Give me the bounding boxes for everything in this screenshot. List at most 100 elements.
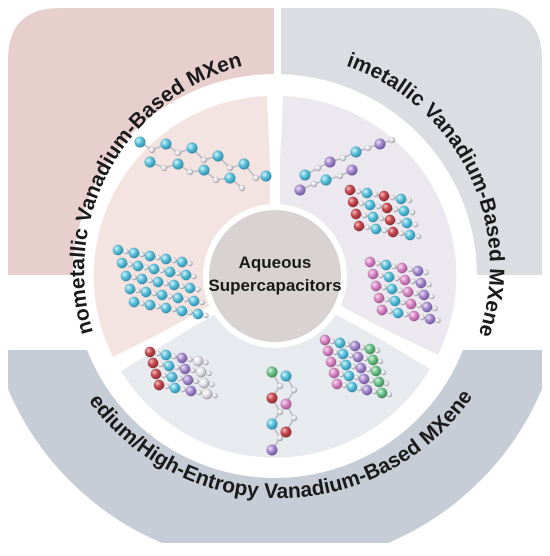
bi-slab-pink-carbon-atom bbox=[400, 299, 406, 306]
entropy-slab-right-metal-atom bbox=[361, 384, 373, 396]
bi-slab-pink-carbon-atom bbox=[381, 284, 387, 291]
entropy-slab-right-metal-atom bbox=[376, 387, 388, 399]
entropy-slab-left-metal-atom bbox=[176, 352, 188, 364]
entropy-slab-left-carbon-atom bbox=[177, 375, 183, 382]
mono-slab-carbon-atom bbox=[187, 260, 193, 267]
mono-slab-carbon-atom bbox=[155, 254, 161, 261]
mono-chain-atom bbox=[134, 136, 146, 148]
bi-slab-red-carbon-atom bbox=[355, 188, 362, 195]
mono-slab-metal-atom bbox=[188, 295, 200, 307]
mono-slab-metal-atom bbox=[152, 276, 164, 288]
entropy-slab-left-carbon-atom bbox=[196, 389, 202, 396]
bi-slab-pink-metal-atom bbox=[421, 301, 433, 313]
entropy-slab-right-carbon-atom bbox=[365, 366, 372, 373]
entropy-slab-right-carbon-atom bbox=[329, 338, 336, 345]
bi-chain-atom bbox=[314, 164, 322, 172]
mono-chain-atom bbox=[212, 150, 224, 162]
bi-slab-red-metal-atom bbox=[361, 187, 373, 199]
bi-slab-red-carbon-atom bbox=[372, 191, 379, 198]
entropy-slab-left-metal-atom bbox=[192, 355, 204, 367]
bi-slab-red-metal-atom bbox=[404, 229, 416, 241]
entropy-slab-right-metal-atom bbox=[352, 351, 364, 363]
mono-slab-metal-atom bbox=[144, 250, 156, 262]
mono-slab-carbon-atom bbox=[159, 267, 165, 274]
bi-chain-atom bbox=[324, 156, 336, 168]
entropy-slab-right-metal-atom bbox=[337, 348, 349, 360]
mono-slab-metal-atom bbox=[144, 299, 156, 311]
entropy-slab-right-metal-atom bbox=[328, 367, 340, 379]
bi-slab-pink-carbon-atom bbox=[397, 287, 403, 294]
entropy-slab-right-carbon-atom bbox=[347, 352, 354, 359]
entropy-slab-right-metal-atom bbox=[373, 376, 385, 388]
entropy-slab-right-carbon-atom bbox=[338, 371, 345, 378]
inner-sector-entropy bbox=[121, 276, 430, 458]
bi-slab-red-metal-atom bbox=[344, 184, 356, 196]
entropy-slab-right-carbon-atom bbox=[383, 380, 390, 387]
bi-slab-pink-carbon-atom bbox=[378, 272, 384, 279]
bi-slab-pink-carbon-atom bbox=[423, 269, 429, 276]
mono-slab-carbon-atom bbox=[187, 309, 193, 316]
entropy-chain-atom bbox=[276, 408, 284, 416]
bi-slab-pink-carbon-atom bbox=[419, 314, 425, 321]
mono-slab-carbon-atom bbox=[139, 251, 145, 258]
entropy-slab-right-carbon-atom bbox=[353, 374, 360, 381]
bi-slab-pink-metal-atom bbox=[415, 277, 427, 289]
entropy-slab-right-metal-atom bbox=[349, 340, 361, 352]
bi-slab-pink-metal-atom bbox=[399, 274, 411, 286]
entropy-slab-right-metal-atom bbox=[358, 373, 370, 385]
mono-chain2-atom bbox=[212, 176, 220, 184]
mono-slab-carbon-atom bbox=[139, 300, 145, 307]
entropy-slab-left-metal-atom bbox=[179, 363, 191, 375]
entropy-slab-left-metal-atom bbox=[185, 385, 197, 397]
bi-slab-red-metal-atom bbox=[401, 217, 413, 229]
entropy-slab-right-carbon-atom bbox=[356, 385, 363, 392]
bi-slab-pink-metal-atom bbox=[386, 283, 398, 295]
bi-slab-pink-carbon-atom bbox=[410, 278, 416, 285]
entropy-slab-left-metal-atom bbox=[182, 374, 194, 386]
entropy-chain-atom bbox=[266, 444, 278, 456]
entropy-slab-left-metal-atom bbox=[201, 388, 213, 400]
bi-slab-pink-carbon-atom bbox=[429, 293, 435, 300]
bi-slab-red-metal-atom bbox=[378, 190, 390, 202]
entropy-slab-right-metal-atom bbox=[340, 359, 352, 371]
entropy-slab-left-metal-atom bbox=[163, 360, 175, 372]
bi-slab-red-metal-atom bbox=[384, 214, 396, 226]
bi-slab-red-carbon-atom bbox=[398, 230, 405, 237]
bi-slab-pink-carbon-atom bbox=[407, 266, 413, 273]
mono-slab-metal-atom bbox=[140, 286, 152, 298]
bi-slab-pink-carbon-atom bbox=[403, 311, 409, 318]
bi-slab-pink-metal-atom bbox=[380, 259, 392, 271]
bi-slab-red-metal-atom bbox=[350, 208, 362, 220]
bi-chain2-atom bbox=[346, 164, 358, 176]
bi-slab-pink-carbon-atom bbox=[416, 302, 422, 309]
mono-chain-atom bbox=[174, 149, 182, 157]
mono-slab-carbon-atom bbox=[175, 270, 181, 277]
bi-slab-pink-metal-atom bbox=[396, 262, 408, 274]
mono-slab-carbon-atom bbox=[191, 273, 197, 280]
bi-slab-red-carbon-atom bbox=[389, 194, 396, 201]
bi-slab-pink-carbon-atom bbox=[435, 317, 441, 324]
mono-slab-metal-atom bbox=[180, 269, 192, 281]
bi-slab-red-metal-atom bbox=[353, 220, 365, 232]
mono-slab-carbon-atom bbox=[151, 290, 157, 297]
mono-chain-atom bbox=[160, 138, 172, 150]
bi-slab-red-carbon-atom bbox=[358, 200, 365, 207]
mono-slab-carbon-atom bbox=[199, 299, 205, 306]
entropy-slab-left-carbon-atom bbox=[203, 359, 209, 366]
mono-slab-metal-atom bbox=[164, 266, 176, 278]
bi-chain-atom bbox=[350, 146, 362, 158]
mono-slab-carbon-atom bbox=[135, 287, 141, 294]
bi-slab-pink-metal-atom bbox=[412, 265, 424, 277]
bi-slab-pink-metal-atom bbox=[367, 268, 379, 280]
bi-slab-pink-carbon-atom bbox=[413, 290, 419, 297]
bi-slab-pink-metal-atom bbox=[402, 286, 414, 298]
entropy-slab-right-carbon-atom bbox=[350, 363, 357, 370]
entropy-slab-left-carbon-atom bbox=[187, 356, 193, 363]
entropy-chain-atom bbox=[276, 434, 284, 442]
entropy-slab-right-carbon-atom bbox=[332, 349, 339, 356]
bi-slab-pink-metal-atom bbox=[383, 271, 395, 283]
mono-chain-atom bbox=[252, 174, 260, 182]
mono-slab-metal-atom bbox=[176, 305, 188, 317]
